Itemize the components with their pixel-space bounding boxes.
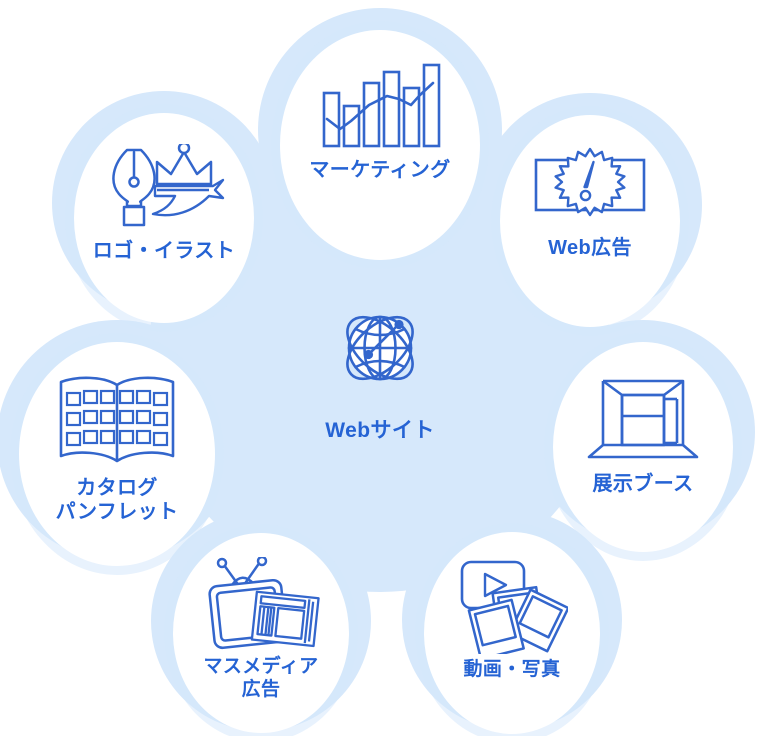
exhibition-booth-icon xyxy=(587,372,699,462)
node-label-mass-media-ad: マスメディア 広告 xyxy=(203,656,319,701)
tv-newspaper-icon xyxy=(202,557,320,651)
node-mass-media-ad[interactable]: マスメディア 広告 xyxy=(173,533,349,733)
node-label-catalog-pamphlet: カタログ パンフレット xyxy=(55,477,179,524)
pen-nib xyxy=(112,148,156,227)
node-label-web-ad: Web広告 xyxy=(548,237,632,259)
node-label-video-photo: 動画・写真 xyxy=(463,659,561,680)
globe-network-icon xyxy=(328,296,432,400)
bar-chart-trend-icon xyxy=(319,60,441,152)
crown xyxy=(155,144,213,186)
exclamation-stroke xyxy=(583,160,595,189)
node-exhibition-booth[interactable]: 展示ブース xyxy=(553,342,733,552)
photo-stack xyxy=(467,585,568,654)
banner-burst-exclamation-icon xyxy=(531,147,649,227)
trend-line xyxy=(325,81,435,131)
node-label-logo-illustration: ロゴ・イラスト xyxy=(92,240,236,262)
newspaper xyxy=(250,590,320,648)
node-dot-right xyxy=(394,319,404,330)
exclamation-dot xyxy=(579,189,592,202)
open-book-catalog-icon xyxy=(53,370,181,470)
node-label-marketing: マーケティング xyxy=(309,159,451,181)
node-web-ad[interactable]: Web広告 xyxy=(500,115,680,327)
ribbon-banner xyxy=(151,178,225,217)
node-label-exhibition-booth: 展示ブース xyxy=(592,473,694,495)
node-video-photo[interactable]: 動画・写真 xyxy=(424,532,600,734)
node-logo-illustration[interactable]: ロゴ・イラスト xyxy=(74,113,254,323)
pen-nib-crown-ribbon-icon xyxy=(97,143,231,231)
center-node-label: Webサイト xyxy=(325,419,435,442)
node-catalog-pamphlet[interactable]: カタログ パンフレット xyxy=(19,342,215,566)
center-node-website[interactable]: Webサイト xyxy=(280,290,480,450)
node-dot-left xyxy=(363,349,374,360)
play-triangle xyxy=(483,572,508,598)
node-marketing[interactable]: マーケティング xyxy=(280,30,480,260)
video-photos-icon xyxy=(456,558,568,654)
